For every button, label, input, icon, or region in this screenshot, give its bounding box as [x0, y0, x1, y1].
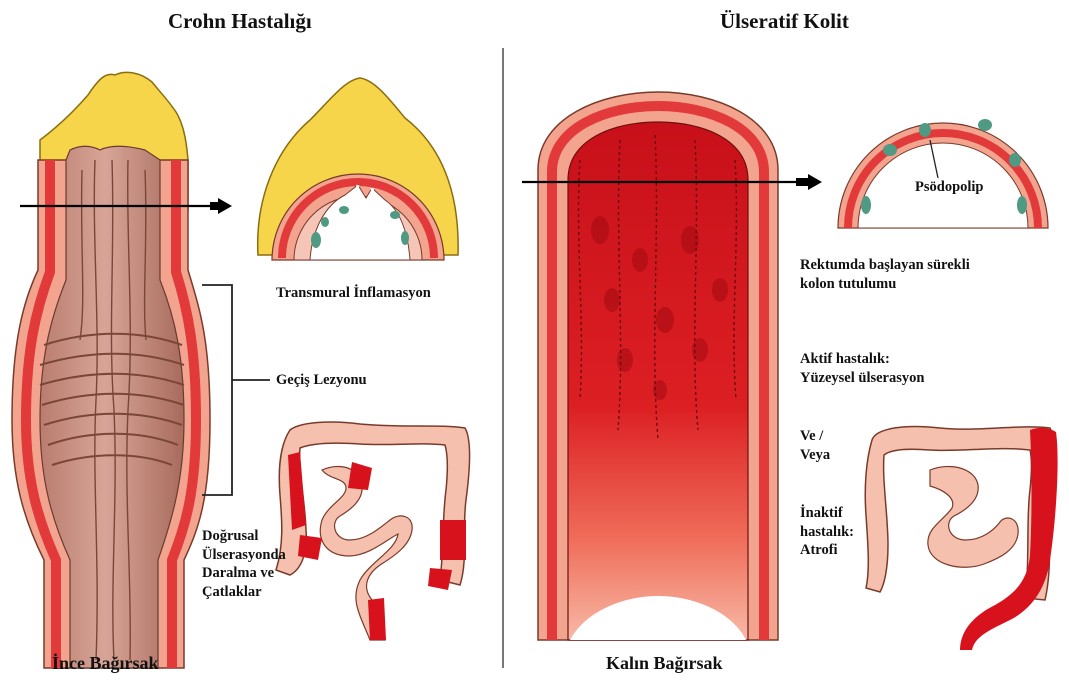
uc-colon-illustration	[865, 427, 1057, 651]
and-or-label: Ve / Veya	[800, 427, 830, 464]
skip-lesion-bracket	[202, 285, 270, 495]
linear-ulcers-label: Doğrusal Ülserasyonda Daralma ve Çatlakl…	[202, 527, 286, 601]
crohn-colon-illustration	[276, 422, 470, 640]
inactive-disease-label: İnaktif hastalık: Atrofi	[800, 504, 854, 560]
skip-lesion-label: Geçiş Lezyonu	[276, 371, 367, 390]
small-intestine-caption: İnce Bağırsak	[52, 652, 159, 675]
uc-title: Ülseratif Kolit	[720, 8, 849, 35]
large-intestine-illustration	[522, 92, 822, 640]
active-disease-label: Aktif hastalık: Yüzeysel ülserasyon	[800, 350, 924, 387]
crohn-cross-section	[258, 78, 458, 260]
continuous-involvement-label: Rektumda başlayan sürekli kolon tutulumu	[800, 256, 970, 293]
crohn-title: Crohn Hastalığı	[168, 8, 312, 35]
uc-cross-section	[838, 119, 1048, 228]
large-intestine-caption: Kalın Bağırsak	[606, 652, 723, 675]
transmural-inflammation-label: Transmural İnflamasyon	[276, 284, 431, 303]
pseudopolyp-label: Psödopolip	[915, 178, 984, 197]
small-intestine-illustration	[12, 72, 232, 668]
